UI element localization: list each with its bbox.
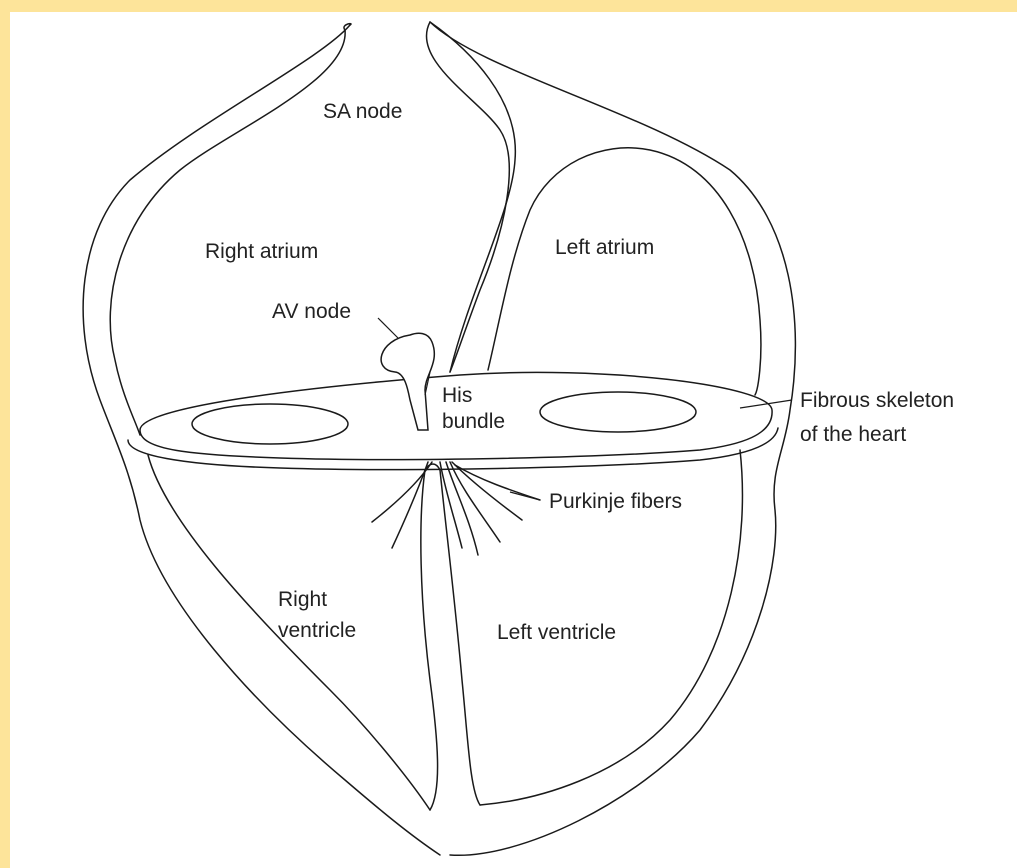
purkinje-fibers	[372, 462, 540, 555]
left-atrium-outer-curve	[426, 22, 509, 372]
left-atrium-inner-wall	[488, 148, 761, 395]
label-left-atrium: Left atrium	[555, 236, 654, 259]
label-fibrous-skeleton-line2: of the heart	[800, 423, 906, 446]
label-his-bundle-line2: bundle	[442, 410, 505, 433]
label-his-bundle-line1: His	[442, 384, 472, 407]
purkinje-leader	[510, 492, 540, 500]
label-left-ventricle: Left ventricle	[497, 621, 616, 644]
label-fibrous-skeleton-line1: Fibrous skeleton	[800, 389, 954, 412]
av-node-leader	[378, 318, 398, 338]
label-right-atrium: Right atrium	[205, 240, 318, 263]
interatrial-septum	[430, 22, 515, 372]
label-av-node: AV node	[272, 300, 351, 323]
interventricular-septum-right	[440, 470, 480, 805]
interventricular-septum-left	[421, 470, 438, 810]
label-right-ventricle-line1: Right	[278, 588, 327, 611]
label-sa-node: SA node	[323, 100, 402, 123]
label-purkinje-fibers: Purkinje fibers	[549, 490, 682, 513]
label-right-ventricle-line2: ventricle	[278, 619, 356, 642]
